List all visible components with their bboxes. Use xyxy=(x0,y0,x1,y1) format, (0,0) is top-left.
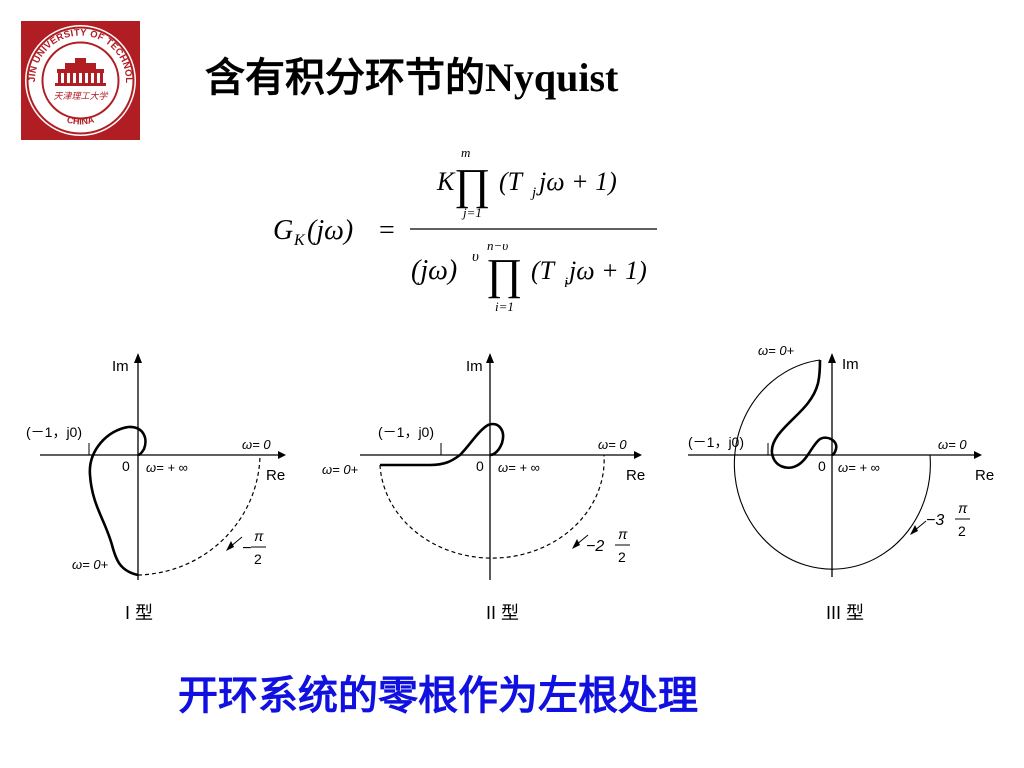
transfer-function-formula: G K (jω) = K m ∏ j=1 (T j jω + 1) (jω) υ… xyxy=(273,145,657,314)
nyquist-plot-type-1: Im Re 0 (－1，j0) ω= 0 ω= + ∞ ω= 0+ − π 2 … xyxy=(26,353,286,623)
formula-lhs-sub: K xyxy=(293,232,306,249)
omega-inf-label: ω= + ∞ xyxy=(146,460,188,475)
nyquist-curve xyxy=(380,422,505,467)
omega-zero-plus-label: ω= 0+ xyxy=(322,462,359,477)
omega-zero-label: ω= 0 xyxy=(598,437,627,452)
infinite-arc xyxy=(137,454,261,576)
logo-calligraphy: 天津理工大学 xyxy=(53,91,108,102)
university-logo: TIANJIN UNIVERSITY OF TECHNOLOGY CHINA 天… xyxy=(21,21,140,140)
infinite-arc xyxy=(733,359,931,570)
angle-numerator: π xyxy=(958,500,968,516)
angle-label: − xyxy=(242,540,251,557)
angle-label: −3 xyxy=(926,512,944,529)
nyquist-plot-type-2: Im Re 0 (－1，j0) ω= 0 ω= + ∞ ω= 0+ −2 π 2… xyxy=(322,353,645,623)
den-term-rest: jω + 1) xyxy=(566,256,647,285)
svg-text:CHINA: CHINA xyxy=(66,114,96,126)
im-label: Im xyxy=(842,356,859,373)
title-chinese: 含有积分环节的 xyxy=(205,54,485,101)
angle-arrowhead-icon xyxy=(910,525,918,535)
nyquist-curve xyxy=(770,359,838,469)
angle-denominator: 2 xyxy=(254,551,262,567)
type-label: II 型 xyxy=(486,603,519,623)
origin-label: 0 xyxy=(818,458,826,474)
angle-arrowhead-icon xyxy=(226,541,234,551)
building-icon xyxy=(55,58,106,86)
title-latin: Nyquist xyxy=(485,55,619,100)
num-upper-limit: m xyxy=(461,145,470,160)
den-term-sub: i xyxy=(564,275,568,291)
den-term: (T xyxy=(531,256,556,285)
den-upper-limit: n−υ xyxy=(487,238,508,253)
type-label: III 型 xyxy=(826,603,864,623)
num-product: ∏ xyxy=(454,160,490,209)
im-axis-arrow-icon xyxy=(134,353,142,363)
angle-denominator: 2 xyxy=(958,523,966,539)
critical-point-label: (－1，j0) xyxy=(688,434,744,450)
num-k: K xyxy=(436,167,456,196)
den-power-exp: υ xyxy=(472,249,479,265)
omega-inf-label: ω= + ∞ xyxy=(498,460,540,475)
den-power-base: (jω) xyxy=(411,255,457,286)
omega-zero-plus-label: ω= 0+ xyxy=(758,343,795,358)
re-label: Re xyxy=(266,467,285,484)
critical-point-label: (－1，j0) xyxy=(378,424,434,440)
re-axis-arrow-icon xyxy=(278,451,286,459)
formula-lhs-g: G xyxy=(273,215,293,246)
im-label: Im xyxy=(112,358,129,375)
im-axis-arrow-icon xyxy=(486,353,494,363)
re-label: Re xyxy=(626,467,645,484)
formula-equals: = xyxy=(379,215,395,246)
slide-title: 含有积分环节的Nyquist xyxy=(205,50,618,106)
bottom-note: 开环系统的零根作为左根处理 xyxy=(178,672,698,719)
logo-bottom-text: CHINA xyxy=(66,114,96,126)
critical-point-label: (－1，j0) xyxy=(26,424,82,440)
angle-numerator: π xyxy=(618,526,628,542)
den-lower-limit: i=1 xyxy=(495,299,514,314)
num-lower-limit: j=1 xyxy=(461,205,482,220)
origin-label: 0 xyxy=(476,458,484,474)
angle-label: −2 xyxy=(586,538,604,555)
omega-zero-label: ω= 0 xyxy=(242,437,271,452)
re-axis-arrow-icon xyxy=(974,451,982,459)
num-term: (T xyxy=(499,167,524,196)
angle-arrowhead-icon xyxy=(572,539,580,549)
formula-lhs-arg: (jω) xyxy=(307,215,353,246)
nyquist-curve xyxy=(88,425,147,577)
re-axis-arrow-icon xyxy=(634,451,642,459)
im-axis-arrow-icon xyxy=(828,353,836,363)
omega-zero-label: ω= 0 xyxy=(938,437,967,452)
type-label: I 型 xyxy=(125,603,153,623)
nyquist-plots: Im Re 0 (－1，j0) ω= 0 ω= + ∞ ω= 0+ − π 2 … xyxy=(26,343,994,623)
den-product: ∏ xyxy=(486,250,522,299)
infinite-arc xyxy=(379,454,605,559)
omega-inf-label: ω= + ∞ xyxy=(838,460,880,475)
re-label: Re xyxy=(975,467,994,484)
omega-zero-plus-label: ω= 0+ xyxy=(72,557,109,572)
nyquist-plot-type-3: Im Re 0 (－1，j0) ω= 0 ω= + ∞ ω= 0+ −3 π 2… xyxy=(688,343,994,623)
num-term-sub: j xyxy=(530,185,536,201)
angle-numerator: π xyxy=(254,528,264,544)
im-label: Im xyxy=(466,358,483,375)
angle-denominator: 2 xyxy=(618,549,626,565)
num-term-rest: jω + 1) xyxy=(536,167,617,196)
origin-label: 0 xyxy=(122,458,130,474)
